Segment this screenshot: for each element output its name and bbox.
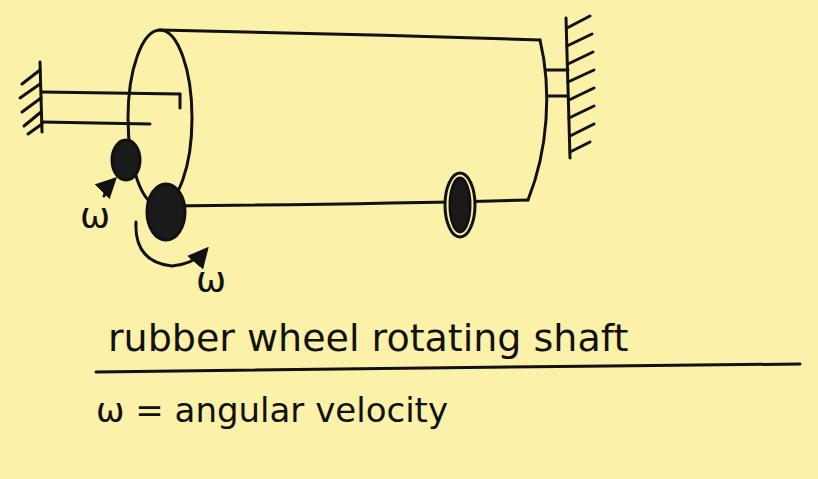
cylinder-drum bbox=[128, 30, 547, 206]
right-shaft bbox=[546, 70, 568, 96]
left-wall bbox=[20, 62, 42, 134]
rubber-wheel bbox=[445, 173, 475, 237]
underline bbox=[96, 364, 800, 372]
rubber-wheel bbox=[450, 178, 470, 232]
rotation-arrow bbox=[104, 180, 114, 196]
left-shaft bbox=[42, 92, 180, 124]
omega-symbol: ω bbox=[196, 260, 226, 300]
diagram-caption: rubber wheel rotating shaft bbox=[108, 318, 628, 360]
rotation-arrow bbox=[136, 222, 206, 266]
omega-symbol: ω bbox=[80, 196, 110, 236]
definition-note: ω = angular velocity bbox=[96, 392, 448, 429]
rubber-wheel bbox=[147, 184, 185, 240]
rubber-wheel bbox=[112, 140, 140, 180]
right-wall bbox=[566, 16, 594, 158]
